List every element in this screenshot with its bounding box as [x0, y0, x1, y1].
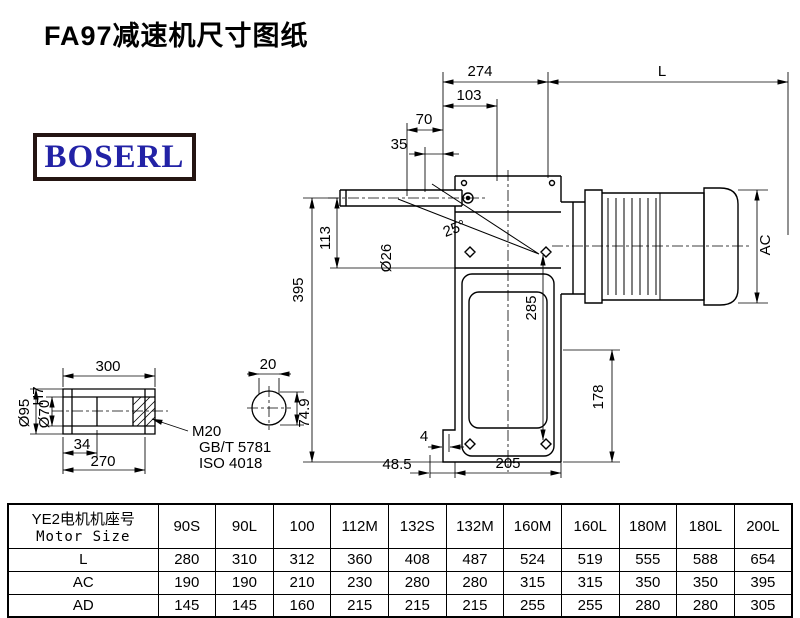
- table-cell: 145: [215, 593, 274, 618]
- table-row-AD: AD 145 145 160 215 215 215 255 255 280 2…: [7, 593, 793, 618]
- row-label-AC: AC: [7, 570, 159, 595]
- table-header-motor-size: YE2电机机座号 Motor Size: [7, 503, 159, 549]
- shaft-label-300: 300: [95, 358, 120, 375]
- shaft-label-dia95: Ø95: [16, 399, 33, 427]
- table-cell: 160: [272, 593, 332, 618]
- table-cell: 215: [445, 593, 505, 618]
- table-cell: 190: [215, 570, 274, 595]
- col-header-160l: 160L: [560, 503, 620, 549]
- col-header-90s: 90S: [157, 503, 217, 549]
- dim-label-48-5: 48.5: [382, 456, 411, 473]
- dim-label-35: 35: [391, 136, 408, 153]
- dim-label-274: 274: [467, 63, 492, 80]
- table-cell: 408: [388, 547, 447, 572]
- table-cell: 280: [157, 547, 217, 572]
- boserl-logo: BOSERL: [33, 133, 196, 181]
- table-cell: 215: [388, 593, 447, 618]
- table-cell: 145: [157, 593, 217, 618]
- table-cell: 350: [676, 570, 735, 595]
- table-cell: 280: [445, 570, 505, 595]
- table-cell: 524: [503, 547, 562, 572]
- table-cell: 210: [272, 570, 332, 595]
- table-cell: 280: [618, 593, 678, 618]
- shaft-label-34: 34: [74, 436, 91, 453]
- table-cell: 654: [733, 547, 793, 572]
- shaft-label-20: 20: [260, 356, 277, 373]
- page-title: FA97减速机尺寸图纸: [44, 21, 309, 51]
- shaft-label-iso4018: ISO 4018: [199, 455, 262, 472]
- table-cell: 310: [215, 547, 274, 572]
- shaft-label-dia70: Ø70: [36, 400, 53, 428]
- shaft-label-74-9: 74.9: [296, 398, 313, 427]
- table-cell: 588: [676, 547, 735, 572]
- extension-lines: [30, 72, 789, 478]
- col-header-132s: 132S: [388, 503, 447, 549]
- table-cell: 360: [330, 547, 389, 572]
- technical-drawing: 274 L 103 70 35 25° Ø26 113 395 285 AC 1…: [16, 63, 789, 478]
- shaft-label-270: 270: [90, 453, 115, 470]
- dim-label-4: 4: [420, 428, 428, 445]
- dim-label-AC: AC: [757, 234, 774, 255]
- motor-size-label-en: Motor Size: [36, 528, 131, 545]
- table-cell: 315: [503, 570, 562, 595]
- table-cell: 315: [560, 570, 620, 595]
- table-cell: 555: [618, 547, 678, 572]
- col-header-112m: 112M: [330, 503, 389, 549]
- motor-size-label-cn: YE2电机机座号: [31, 510, 135, 528]
- table-cell: 487: [445, 547, 505, 572]
- dimension-lines: [33, 79, 789, 476]
- table-cell: 215: [330, 593, 389, 618]
- dim-label-70: 70: [416, 111, 433, 128]
- table-cell: 312: [272, 547, 332, 572]
- col-header-180l: 180L: [676, 503, 735, 549]
- dim-label-dia26: Ø26: [378, 244, 395, 272]
- boserl-logo-text: BOSERL: [44, 138, 185, 175]
- dim-label-25deg: 25°: [441, 217, 468, 241]
- col-header-132m: 132M: [445, 503, 505, 549]
- dim-label-285: 285: [523, 295, 540, 320]
- table-cell: 305: [733, 593, 793, 618]
- shaft-label-gbt5781: GB/T 5781: [199, 439, 271, 456]
- dimension-labels: 274 L 103 70 35 25° Ø26 113 395 285 AC 1…: [16, 63, 774, 473]
- dim-label-113: 113: [317, 226, 334, 250]
- col-header-90l: 90L: [215, 503, 274, 549]
- table-cell: 395: [733, 570, 793, 595]
- dim-label-178: 178: [590, 384, 607, 409]
- table-cell: 255: [503, 593, 562, 618]
- shaft-detail-outline: [62, 388, 287, 435]
- row-label-L: L: [7, 547, 159, 572]
- table-cell: 190: [157, 570, 217, 595]
- table-header-row: YE2电机机座号 Motor Size 90S 90L 100 112M 132…: [7, 503, 793, 549]
- dim-label-L: L: [658, 63, 666, 80]
- table-cell: 230: [330, 570, 389, 595]
- col-header-200l: 200L: [733, 503, 793, 549]
- dim-label-103: 103: [456, 87, 481, 104]
- table-cell: 280: [388, 570, 447, 595]
- table-cell: 350: [618, 570, 678, 595]
- table-row-L: L 280 310 312 360 408 487 524 519 555 58…: [7, 547, 793, 572]
- dimension-table: YE2电机机座号 Motor Size 90S 90L 100 112M 132…: [7, 503, 793, 618]
- centerlines: [52, 170, 752, 472]
- shaft-label-m20: M20: [192, 423, 221, 440]
- col-header-100: 100: [272, 503, 332, 549]
- angle-lines: [397, 183, 540, 255]
- dim-label-395: 395: [290, 277, 307, 302]
- col-header-160m: 160M: [503, 503, 562, 549]
- col-header-180m: 180M: [618, 503, 678, 549]
- dim-label-205: 205: [495, 455, 520, 472]
- table-row-AC: AC 190 190 210 230 280 280 315 315 350 3…: [7, 570, 793, 595]
- table-cell: 280: [676, 593, 735, 618]
- row-label-AD: AD: [7, 593, 159, 618]
- table-cell: 519: [560, 547, 620, 572]
- shaft-label-h7: H7: [30, 386, 47, 405]
- table-cell: 255: [560, 593, 620, 618]
